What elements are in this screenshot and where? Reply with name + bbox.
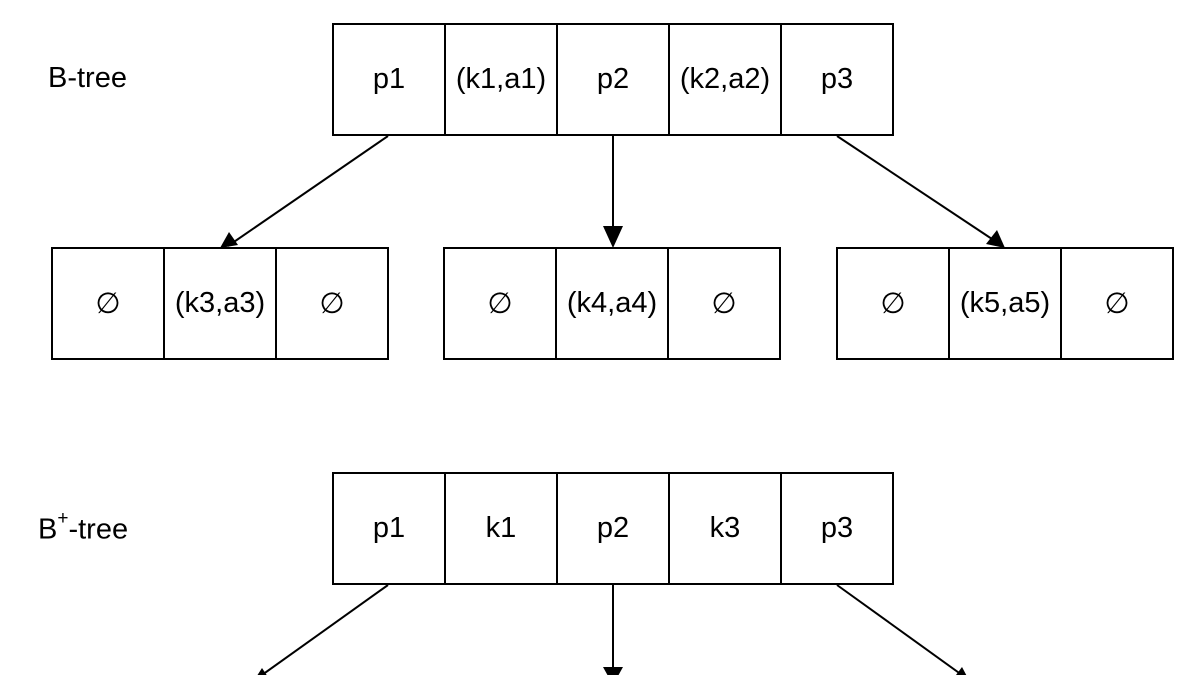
btree-child2-cell-right: ∅ xyxy=(667,247,781,360)
bplustree-edge-p3 xyxy=(836,584,963,675)
btree-root-cell-p2: p2 xyxy=(556,23,670,136)
btree-root-cell-k2a2: (k2,a2) xyxy=(668,23,782,136)
btree-child3-cell-right: ∅ xyxy=(1060,247,1174,360)
bplustree-arrowhead-p3 xyxy=(956,667,967,675)
bplustree-edge-p1 xyxy=(261,584,389,675)
btree-child3-cell-left: ∅ xyxy=(836,247,950,360)
bplustree-arrowhead-p2 xyxy=(603,667,623,675)
bplustree-label-sup: + xyxy=(57,508,69,529)
btree-arrowhead-p1 xyxy=(220,232,238,248)
btree-root-cell-k1a1: (k1,a1) xyxy=(444,23,558,136)
btree-child2-cell-left: ∅ xyxy=(443,247,557,360)
btree-child2-cell-key: (k4,a4) xyxy=(555,247,669,360)
bplustree-root-cell-k3: k3 xyxy=(668,472,782,585)
btree-child1-cell-left: ∅ xyxy=(51,247,165,360)
bplustree-label: B+-tree xyxy=(38,508,129,547)
btree-arrowhead-p3 xyxy=(986,230,1005,248)
btree-edge-p1 xyxy=(227,135,389,247)
bplustree-root-cell-k1: k1 xyxy=(444,472,558,585)
btree-label: B-tree xyxy=(48,62,127,95)
btree-arrowhead-p2 xyxy=(603,226,623,248)
bplustree-root-cell-p3: p3 xyxy=(780,472,894,585)
btree-child1-cell-right: ∅ xyxy=(275,247,389,360)
bplustree-arrowhead-p1 xyxy=(257,668,267,675)
btree-root-cell-p1: p1 xyxy=(332,23,446,136)
btree-edge-p3 xyxy=(836,135,999,244)
btree-child3-cell-key: (k5,a5) xyxy=(948,247,1062,360)
bplustree-root-cell-p1: p1 xyxy=(332,472,446,585)
btree-child1-cell-key: (k3,a3) xyxy=(163,247,277,360)
bplustree-label-suffix: -tree xyxy=(68,513,129,546)
btree-root-cell-p3: p3 xyxy=(780,23,894,136)
btree-label-text: B-tree xyxy=(48,62,127,94)
bplustree-label-prefix: B xyxy=(38,513,58,546)
bplustree-root-cell-p2: p2 xyxy=(556,472,670,585)
